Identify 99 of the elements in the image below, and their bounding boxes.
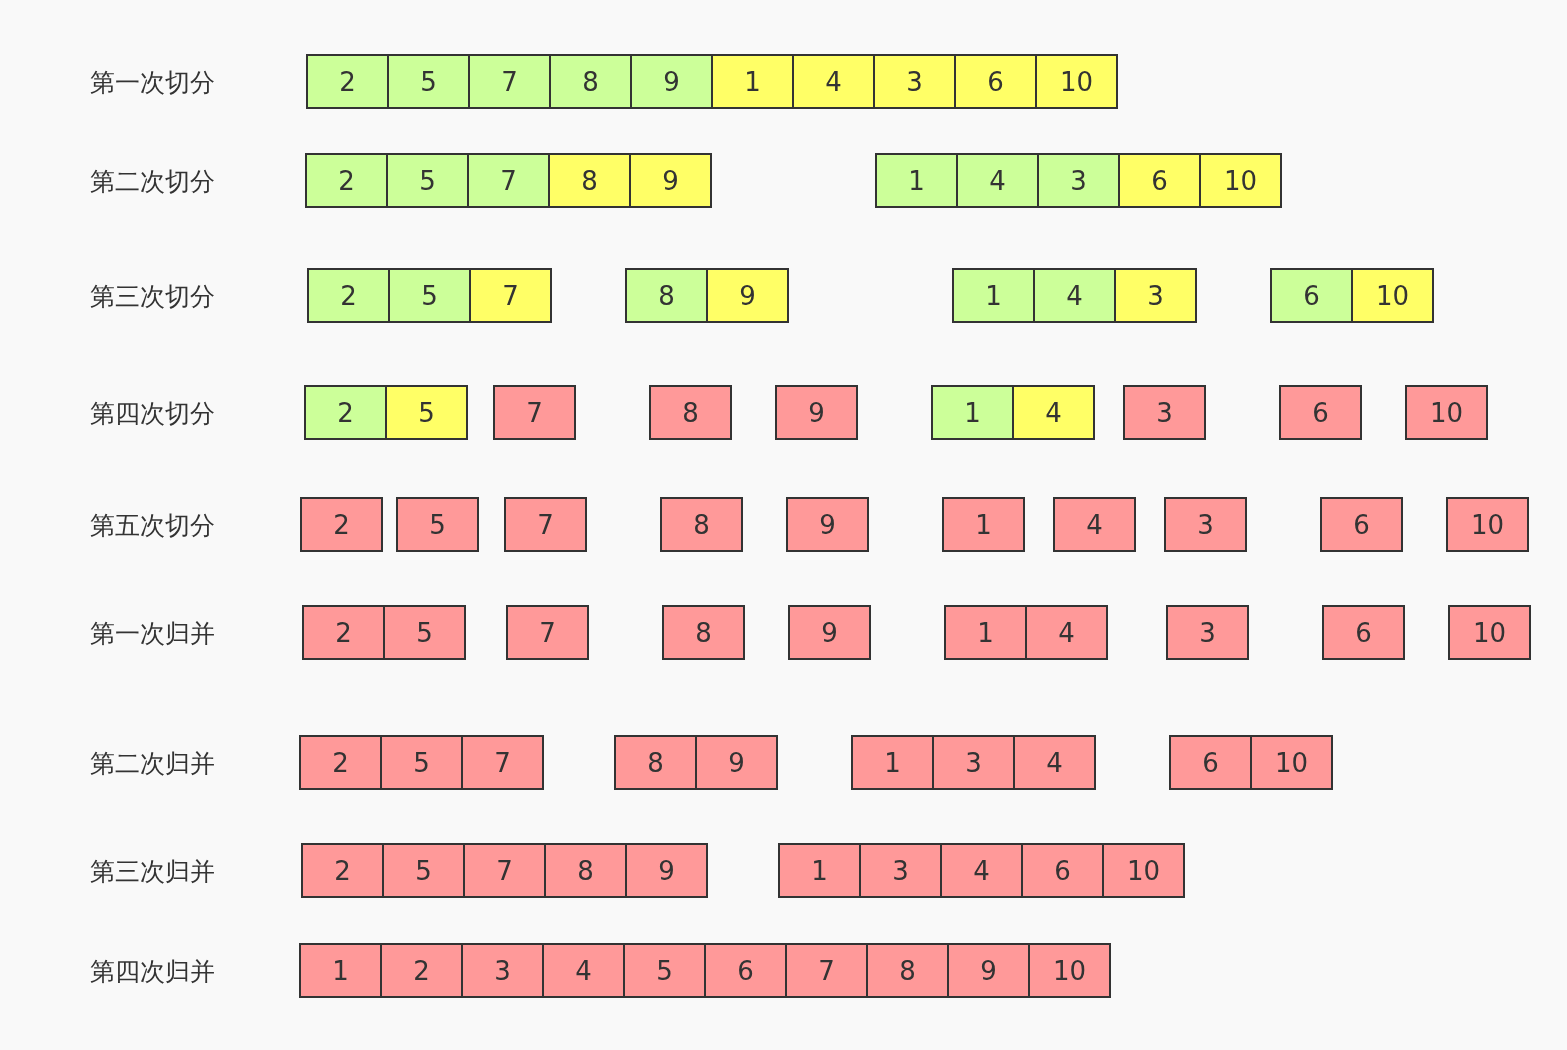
number-cell: 5 (380, 735, 463, 790)
number-cell: 6 (1270, 268, 1353, 323)
number-cell: 7 (469, 268, 552, 323)
number-cell: 2 (305, 153, 388, 208)
number-cell: 10 (1035, 54, 1118, 109)
number-cell: 2 (302, 605, 385, 660)
number-cell: 5 (396, 497, 479, 552)
number-cell: 6 (1118, 153, 1201, 208)
number-cell: 3 (859, 843, 942, 898)
number-cell: 2 (304, 385, 387, 440)
number-cell: 7 (504, 497, 587, 552)
number-cell: 7 (463, 843, 546, 898)
number-cell: 1 (952, 268, 1035, 323)
number-cell: 9 (788, 605, 871, 660)
number-cell: 8 (548, 153, 631, 208)
number-cell: 7 (493, 385, 576, 440)
number-cell: 1 (944, 605, 1027, 660)
number-cell: 1 (711, 54, 794, 109)
row-label: 第三次切分 (90, 281, 215, 313)
number-cell: 4 (1025, 605, 1108, 660)
number-cell: 9 (786, 497, 869, 552)
number-cell: 9 (630, 54, 713, 109)
number-cell: 10 (1199, 153, 1282, 208)
number-cell: 6 (1279, 385, 1362, 440)
number-cell: 10 (1028, 943, 1111, 998)
number-cell: 8 (660, 497, 743, 552)
number-cell: 3 (1037, 153, 1120, 208)
number-cell: 1 (851, 735, 934, 790)
row-label: 第四次切分 (90, 398, 215, 430)
number-cell: 10 (1351, 268, 1434, 323)
number-cell: 10 (1102, 843, 1185, 898)
number-cell: 5 (383, 605, 466, 660)
number-cell: 7 (506, 605, 589, 660)
number-cell: 9 (629, 153, 712, 208)
number-cell: 7 (467, 153, 550, 208)
number-cell: 9 (695, 735, 778, 790)
number-cell: 9 (947, 943, 1030, 998)
number-cell: 1 (778, 843, 861, 898)
number-cell: 4 (956, 153, 1039, 208)
number-cell: 1 (931, 385, 1014, 440)
number-cell: 4 (792, 54, 875, 109)
number-cell: 6 (1169, 735, 1252, 790)
number-cell: 2 (306, 54, 389, 109)
row-label: 第一次切分 (90, 67, 215, 99)
row-label: 第三次归并 (90, 856, 215, 888)
number-cell: 5 (386, 153, 469, 208)
number-cell: 8 (614, 735, 697, 790)
number-cell: 8 (662, 605, 745, 660)
number-cell: 4 (1013, 735, 1096, 790)
number-cell: 3 (1164, 497, 1247, 552)
number-cell: 2 (307, 268, 390, 323)
number-cell: 4 (1053, 497, 1136, 552)
number-cell: 8 (649, 385, 732, 440)
number-cell: 10 (1405, 385, 1488, 440)
number-cell: 5 (623, 943, 706, 998)
row-label: 第二次切分 (90, 166, 215, 198)
number-cell: 9 (625, 843, 708, 898)
number-cell: 3 (873, 54, 956, 109)
number-cell: 2 (299, 735, 382, 790)
number-cell: 3 (1166, 605, 1249, 660)
number-cell: 1 (942, 497, 1025, 552)
row-label: 第五次切分 (90, 510, 215, 542)
number-cell: 1 (299, 943, 382, 998)
number-cell: 7 (785, 943, 868, 998)
number-cell: 10 (1446, 497, 1529, 552)
number-cell: 2 (380, 943, 463, 998)
number-cell: 6 (1320, 497, 1403, 552)
number-cell: 3 (1114, 268, 1197, 323)
number-cell: 5 (388, 268, 471, 323)
number-cell: 4 (1033, 268, 1116, 323)
number-cell: 3 (461, 943, 544, 998)
number-cell: 8 (549, 54, 632, 109)
number-cell: 4 (940, 843, 1023, 898)
number-cell: 5 (387, 54, 470, 109)
row-label: 第二次归并 (90, 748, 215, 780)
number-cell: 3 (1123, 385, 1206, 440)
number-cell: 7 (461, 735, 544, 790)
number-cell: 10 (1448, 605, 1531, 660)
number-cell: 3 (932, 735, 1015, 790)
number-cell: 8 (866, 943, 949, 998)
number-cell: 6 (1322, 605, 1405, 660)
number-cell: 8 (625, 268, 708, 323)
number-cell: 6 (954, 54, 1037, 109)
number-cell: 4 (542, 943, 625, 998)
row-label: 第四次归并 (90, 956, 215, 988)
number-cell: 2 (300, 497, 383, 552)
number-cell: 8 (544, 843, 627, 898)
number-cell: 5 (385, 385, 468, 440)
number-cell: 6 (1021, 843, 1104, 898)
number-cell: 10 (1250, 735, 1333, 790)
number-cell: 9 (706, 268, 789, 323)
number-cell: 6 (704, 943, 787, 998)
number-cell: 1 (875, 153, 958, 208)
number-cell: 2 (301, 843, 384, 898)
number-cell: 4 (1012, 385, 1095, 440)
number-cell: 5 (382, 843, 465, 898)
number-cell: 7 (468, 54, 551, 109)
number-cell: 9 (775, 385, 858, 440)
row-label: 第一次归并 (90, 618, 215, 650)
